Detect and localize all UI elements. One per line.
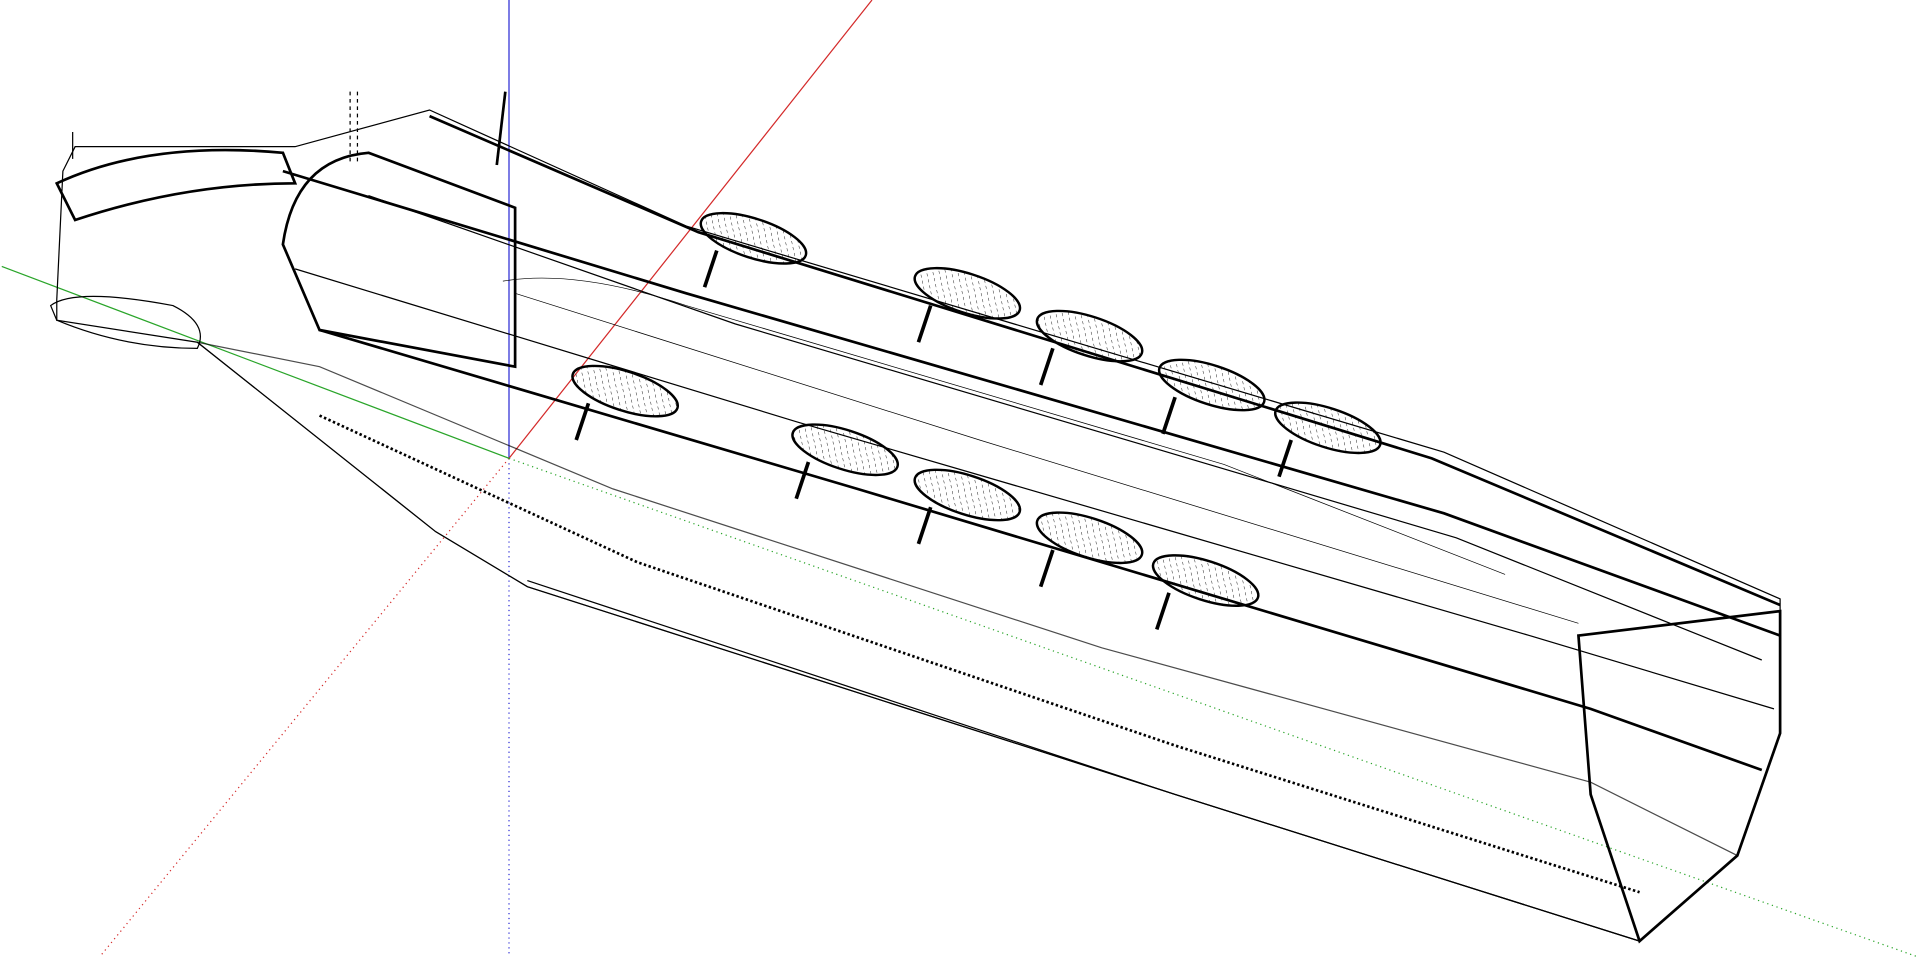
davit	[1038, 549, 1055, 588]
lifeboat	[1035, 309, 1144, 363]
lifeboat	[913, 468, 1022, 522]
lifeboat	[913, 266, 1022, 320]
lifeboats	[571, 211, 1382, 631]
davit	[1277, 439, 1293, 478]
davit	[1161, 396, 1177, 435]
davit	[794, 461, 811, 500]
stern-block	[1577, 609, 1782, 944]
lifeboat	[699, 211, 808, 265]
lifeboat	[571, 364, 679, 418]
deck-rail	[368, 194, 1763, 661]
bow-bulwark	[54, 148, 298, 222]
forward-superstructure	[281, 151, 517, 369]
davit	[1038, 347, 1055, 386]
mast	[495, 91, 507, 166]
lifeboat	[1151, 554, 1260, 607]
davit	[916, 506, 933, 545]
davit	[702, 249, 719, 288]
lifeboat	[791, 423, 899, 477]
davit	[1155, 592, 1171, 631]
lifeboat	[1157, 358, 1266, 412]
hull-outline	[56, 109, 1781, 942]
davit	[574, 402, 591, 441]
sheer-line	[294, 268, 1775, 710]
deck-strip	[515, 292, 1579, 624]
green-axis	[1, 265, 510, 459]
lifeboat	[1035, 511, 1144, 565]
lower-hull	[196, 341, 1739, 942]
lifeboat	[1274, 401, 1382, 455]
bulbous-bow	[49, 295, 201, 349]
ship-model[interactable]	[49, 91, 1782, 944]
davit	[916, 304, 933, 343]
main-deck-edge	[282, 169, 1781, 637]
keel-line	[527, 579, 1640, 942]
red-axis-negative	[99, 457, 510, 957]
deck-strip-2	[502, 277, 1506, 575]
